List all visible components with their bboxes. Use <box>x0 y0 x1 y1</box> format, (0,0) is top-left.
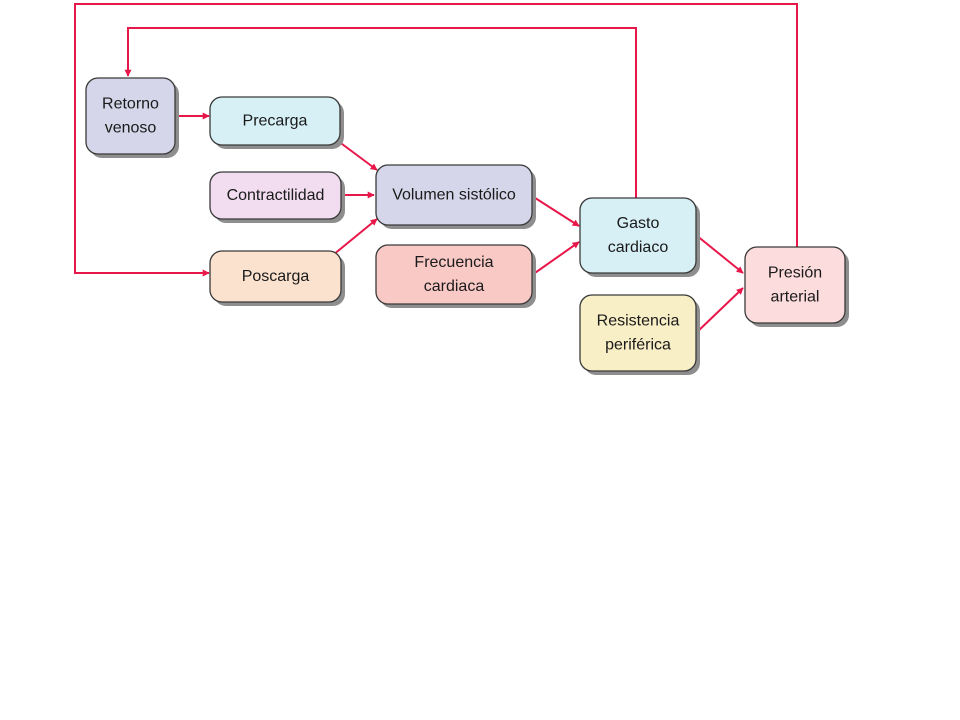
node-frecuencia-cardiaca: Frecuencia cardiaca <box>375 244 536 308</box>
node-contractilidad-box <box>209 171 342 220</box>
node-precarga-label-line-1: Precarga <box>243 113 308 130</box>
node-presion-arterial-label-line-1: Presión <box>768 265 822 282</box>
node-presion-arterial: Presión arterial <box>744 246 849 327</box>
node-contractilidad-label-line-1: Contractilidad <box>227 187 325 204</box>
node-gasto-cardiaco-label-line-1: Gasto <box>617 215 660 232</box>
arrow-resistencia-to-presion <box>695 287 744 334</box>
arrow-presion-feedback-to-poscarga <box>74 3 798 277</box>
node-resistencia-periferica-box <box>579 294 697 372</box>
node-poscarga: Poscarga <box>209 250 345 306</box>
node-gasto-cardiaco: Gasto cardiaco <box>579 197 700 277</box>
node-retorno-venoso: Retorno venoso <box>85 77 179 158</box>
node-frecuencia-cardiaca-box <box>375 244 533 305</box>
arrow-frecuencia-to-gasto <box>531 241 580 276</box>
arrow-poscarga-to-volumen <box>332 218 378 256</box>
node-precarga-box <box>209 96 341 146</box>
node-resistencia-periferica: Resistencia periférica <box>579 294 700 375</box>
arrow-gasto-to-presion <box>695 234 744 274</box>
node-presion-arterial-box <box>744 246 846 324</box>
node-gasto-cardiaco-label-line-2: cardiaco <box>608 239 669 256</box>
arrow-gasto-feedback-to-retorno <box>124 27 637 198</box>
node-presion-arterial-label-line-2: arterial <box>771 289 820 306</box>
node-precarga: Precarga <box>209 96 344 149</box>
node-poscarga-label-line-1: Poscarga <box>242 268 310 285</box>
node-poscarga-box <box>209 250 342 303</box>
node-volumen-sistolico: Volumen sistólico <box>375 164 536 229</box>
arrow-precarga-to-volumen <box>337 140 378 171</box>
node-contractilidad: Contractilidad <box>209 171 345 223</box>
node-retorno-venoso-label-line-1: Retorno <box>102 96 159 113</box>
node-frecuencia-cardiaca-label-line-2: cardiaca <box>424 278 485 295</box>
node-frecuencia-cardiaca-label-line-1: Frecuencia <box>414 254 493 271</box>
node-resistencia-periferica-label-line-1: Resistencia <box>597 313 680 330</box>
node-volumen-sistolico-box <box>375 164 533 226</box>
node-gasto-cardiaco-box <box>579 197 697 274</box>
node-volumen-sistolico-label-line-1: Volumen sistólico <box>392 187 516 204</box>
node-retorno-venoso-label-line-2: venoso <box>105 120 157 137</box>
arrow-volumen-to-gasto <box>531 195 580 227</box>
node-retorno-venoso-box <box>85 77 176 155</box>
node-resistencia-periferica-label-line-2: periférica <box>605 337 671 354</box>
